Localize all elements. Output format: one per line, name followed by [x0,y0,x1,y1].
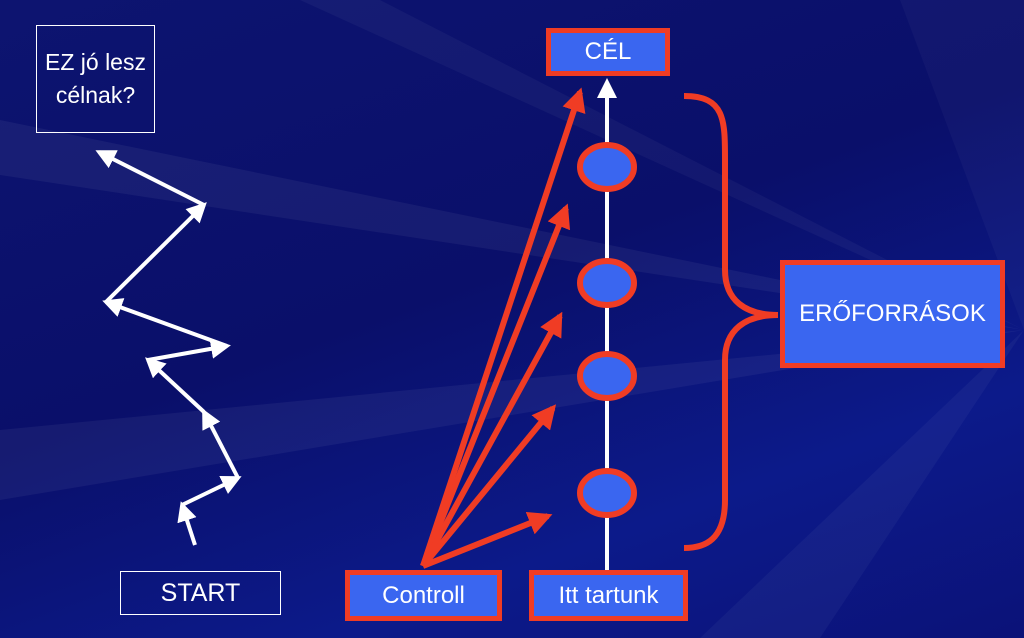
control-arrow [420,203,571,568]
resources-brace [683,93,779,551]
zigzag-segment [177,501,197,546]
resources-box: ERŐFORRÁSOK [780,260,1005,368]
control-arrow [420,404,557,568]
question-label: EZ jó lesz célnak? [45,49,146,108]
resources-label: ERŐFORRÁSOK [799,300,986,327]
zigzag-segment [202,408,240,479]
zigzag-segment [147,338,231,362]
start-label: START [160,578,241,607]
here-box: Itt tartunk [529,570,688,621]
control-arrow [420,311,563,568]
milestone-node [577,142,637,192]
milestone-node [577,351,637,401]
zigzag-segment [145,357,206,414]
goal-label: CÉL [584,38,632,65]
zigzag-path [95,150,242,546]
zigzag-segment [95,150,205,207]
control-label: Controll [382,581,465,609]
milestone-node [577,468,637,518]
zigzag-segment [104,202,207,304]
control-arrows [420,87,586,569]
here-label: Itt tartunk [558,581,659,609]
start-box: START [120,571,281,615]
milestones [577,142,637,518]
control-arrow [420,87,586,567]
control-arrow [421,511,553,569]
control-box: Controll [345,570,502,621]
goal-box: CÉL [546,28,670,76]
milestone-node [577,258,637,308]
zigzag-segment [102,298,228,348]
question-box: EZ jó lesz célnak? [36,25,155,133]
zigzag-segment [181,475,242,507]
